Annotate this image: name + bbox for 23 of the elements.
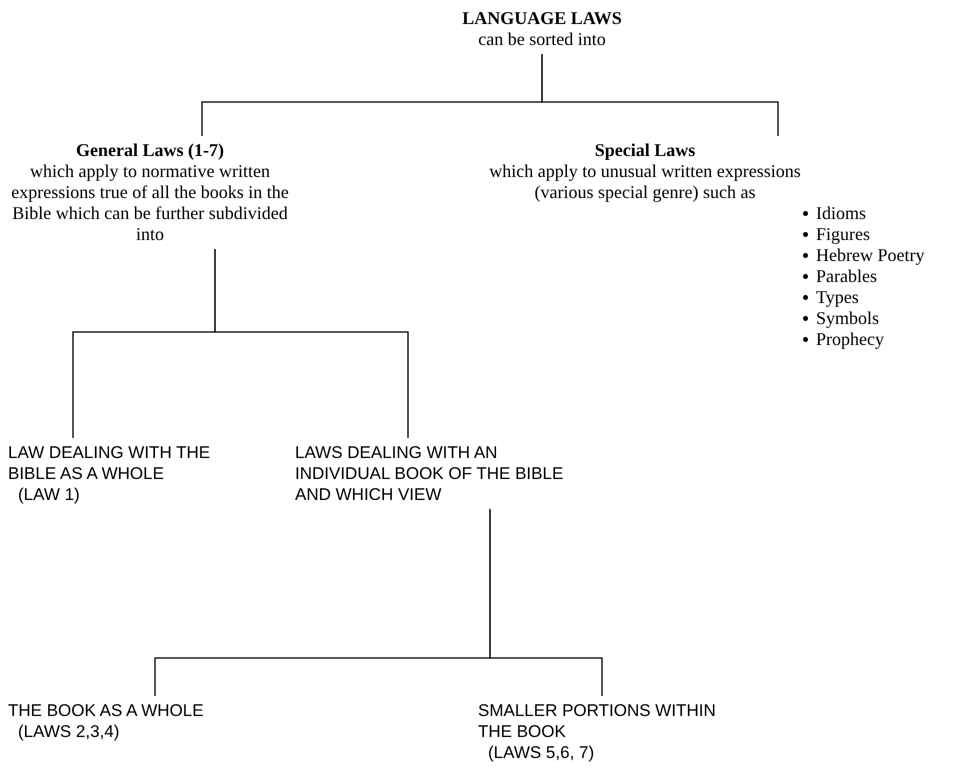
description-text: which apply to unusual written expressions (various special genre) such as [488,161,802,203]
heading: General Laws (1-7) [75,140,225,161]
heading: Special Laws [594,140,696,161]
category-text: (LAWS 5,6, 7) [487,742,596,763]
category-text: LAWS DEALING WITH AN INDIVIDUAL BOOK OF THE BIBLE AND WHICH VIEW [295,442,564,505]
bullet-item: Types [803,287,958,308]
category-text: THE BOOK AS A WHOLE [8,700,205,721]
description-text: can be sorted into [477,29,607,50]
bullet-item: Figures [803,224,958,245]
bullet-item: Hebrew Poetry [803,245,958,266]
connector-line [541,54,779,136]
bullet-item: Idioms [803,203,958,224]
connector-line [214,249,409,438]
heading: LANGUAGE LAWS [461,8,623,29]
category-text: LAW DEALING WITH THE BIBLE AS A WHOLE [8,442,212,484]
description-text: which apply to normative written expressions true of all the books in the Bible which can be further subdivided into [10,161,290,245]
category-text: (LAWS 2,3,4) [17,721,120,742]
connector-line [489,509,603,696]
bullet-item: Prophecy [803,329,958,350]
bullet-item: Parables [803,266,958,287]
bullet-item: Symbols [803,308,958,329]
category-text: (LAW 1) [17,484,81,505]
category-text: SMALLER PORTIONS WITHIN THE BOOK [478,700,717,742]
